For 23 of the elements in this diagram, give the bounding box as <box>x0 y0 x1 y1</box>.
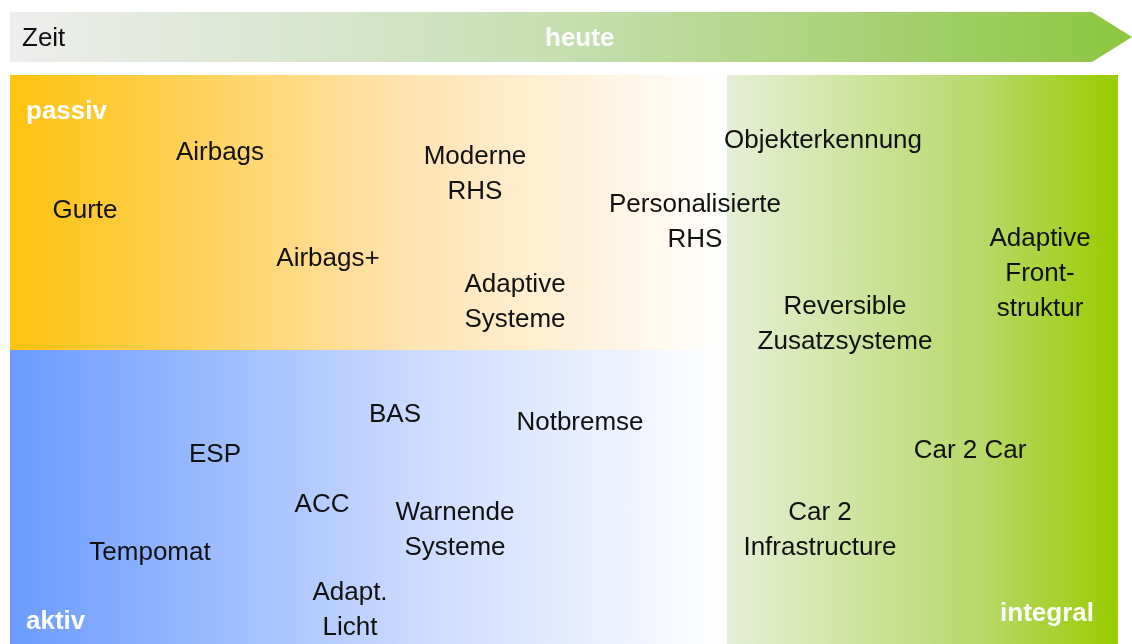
feature-label: Personalisierte RHS <box>608 187 782 255</box>
feature-label: Airbags+ <box>275 241 381 274</box>
feature-label: Gurte <box>51 193 119 226</box>
feature-label: Car 2 Infrastructure <box>742 495 898 563</box>
feature-label: Tempomat <box>88 535 212 568</box>
feature-label: ACC <box>293 487 351 520</box>
feature-label: Reversible Zusatzsysteme <box>756 289 934 357</box>
feature-label: Warnende Systeme <box>394 495 516 563</box>
feature-label: Objekterkennung <box>723 123 923 156</box>
feature-label: Notbremse <box>515 405 645 438</box>
category-title: passiv <box>26 95 107 126</box>
feature-label: ESP <box>188 437 242 470</box>
category-title: aktiv <box>26 605 86 636</box>
axis-label: heute <box>545 22 615 53</box>
feature-label: Adaptive Front- struktur <box>988 221 1092 324</box>
feature-label: Moderne RHS <box>422 139 528 207</box>
feature-label: BAS <box>368 397 422 430</box>
axis-label: Zeit <box>22 22 66 53</box>
feature-label: Car 2 Car <box>912 433 1028 466</box>
feature-label: Airbags <box>174 135 266 168</box>
feature-label: Adapt. Licht <box>311 575 389 643</box>
feature-label: Adaptive Systeme <box>463 267 567 335</box>
category-title: integral <box>1000 597 1094 628</box>
